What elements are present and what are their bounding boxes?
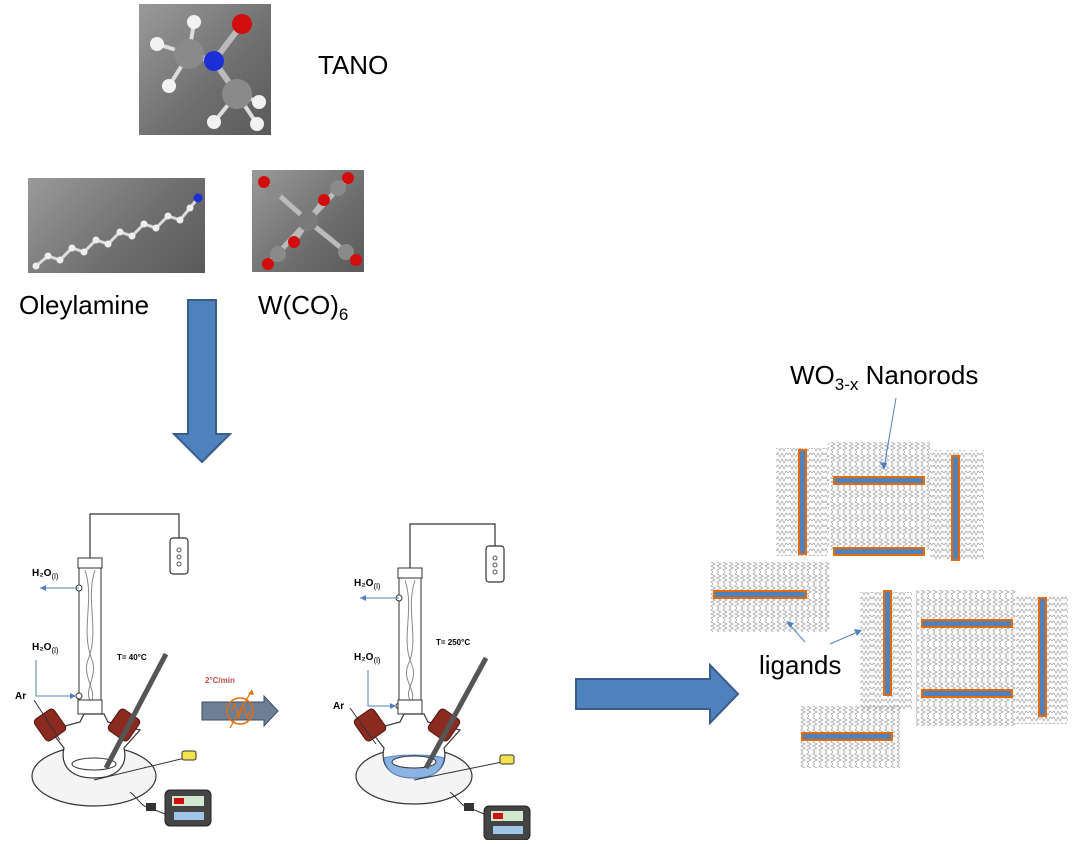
nanorod-assembly <box>710 397 1068 768</box>
nanorod <box>833 547 925 556</box>
oleylamine-molecule-image <box>28 178 205 273</box>
down-arrow <box>171 299 233 464</box>
nanorod <box>798 449 807 555</box>
wco6-molecule-image <box>252 170 364 272</box>
reflux-setup-40c <box>31 513 212 827</box>
nanorod <box>833 476 925 485</box>
nanorod <box>921 689 1013 698</box>
wco6-label-main: W(CO) <box>258 290 339 320</box>
oleylamine-label: Oleylamine <box>19 290 150 320</box>
thermocouple-wire <box>89 513 180 558</box>
thermometer-rod <box>103 652 169 770</box>
thermocouple-wire <box>409 523 496 568</box>
tano-label: TANO <box>318 50 389 80</box>
left-ar-label: Ar <box>15 691 27 702</box>
nanorod <box>801 732 893 741</box>
right-h2o-bottom-label: H₂O(l) <box>354 652 381 665</box>
wco6-label-subscript: 6 <box>338 305 349 325</box>
nanorod <box>921 619 1013 628</box>
temperature-probe <box>499 754 515 765</box>
wco6-label: W(CO)6 <box>258 290 348 325</box>
left-h2o-bottom-label: H₂O(l) <box>32 642 59 655</box>
heating-arrow <box>201 689 279 729</box>
condenser-cap <box>77 557 103 569</box>
stopper-left <box>353 708 387 742</box>
nanorod <box>883 590 892 696</box>
temperature-probe <box>181 750 197 761</box>
nanorod <box>1038 597 1047 717</box>
heating-rate-label: 2°C/min <box>205 676 235 685</box>
tano-ball-stick-model <box>150 14 266 131</box>
left-h2o-top-label: H₂O(l) <box>32 568 59 581</box>
thermometer-rod <box>423 656 489 770</box>
vial <box>169 537 189 575</box>
wco6-ball-stick-model <box>258 172 362 270</box>
temperature-controller <box>164 789 212 827</box>
ligand-shell <box>828 442 930 550</box>
reflux-setup-250c <box>349 523 531 840</box>
right-temperature-label: T= 250°C <box>436 638 471 647</box>
tano-molecule-image <box>139 4 271 135</box>
ligand-shell <box>916 590 1016 726</box>
condenser-cap <box>397 567 423 579</box>
vial <box>485 545 505 583</box>
nanorods-label: WO3-x Nanorods <box>790 360 979 395</box>
ligands-label: ligands <box>755 650 846 681</box>
right-ar-label: Ar <box>333 701 345 712</box>
oleylamine-chain-model <box>32 193 203 270</box>
nanorod <box>951 455 960 561</box>
nanorods-pointer <box>883 397 897 469</box>
ligands-pointer-2 <box>829 630 861 645</box>
right-arrow <box>575 663 740 725</box>
left-temperature-label: T= 40°C <box>117 653 147 662</box>
nanorod <box>713 590 807 599</box>
right-h2o-top-label: H₂O(l) <box>354 578 381 591</box>
condenser <box>398 577 422 703</box>
